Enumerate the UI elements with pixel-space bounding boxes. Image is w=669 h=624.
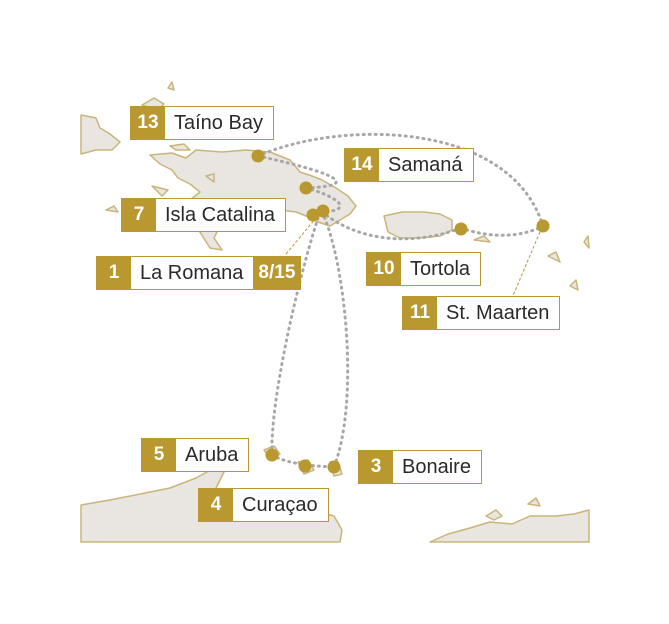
route-samana-to-la-romana	[304, 186, 342, 214]
route-la-romana-to-aruba	[270, 216, 320, 457]
leader-lines	[285, 217, 541, 299]
port-label-st-maarten[interactable]: 11 St. Maarten	[402, 296, 561, 330]
islet	[205, 173, 215, 183]
stop-number: 7	[122, 199, 156, 231]
port-label-la-romana[interactable]: 1 La Romana 8/15	[96, 256, 302, 290]
route-taino-to-st-maarten	[256, 132, 545, 228]
islet	[547, 251, 561, 263]
port-name: Aruba	[185, 443, 239, 466]
islet	[169, 143, 191, 151]
port-label-isla-catalina[interactable]: 7 Isla Catalina	[121, 198, 287, 232]
port-name: Isla Catalina	[165, 203, 276, 226]
port-dot-samana[interactable]	[299, 181, 313, 195]
south-america-landmass-east	[429, 509, 590, 543]
stop-number-secondary: 8/15	[253, 257, 301, 289]
port-dot-curacao[interactable]	[298, 459, 312, 473]
leader-line	[285, 217, 317, 255]
islet	[527, 497, 541, 507]
stop-number: 14	[345, 149, 379, 181]
stop-number: 10	[367, 253, 401, 285]
port-dot-isla-catalina[interactable]	[306, 208, 320, 222]
port-dot-aruba[interactable]	[265, 448, 279, 462]
islet	[473, 235, 491, 243]
islet	[569, 279, 579, 291]
port-dot-st-maarten[interactable]	[536, 219, 550, 233]
route-la-romana-to-tortola	[320, 210, 463, 241]
cuba-landmass	[80, 114, 121, 155]
stop-number: 5	[142, 439, 176, 471]
islet	[485, 509, 503, 521]
port-name: Tortola	[410, 257, 471, 280]
port-label-curacao[interactable]: 4 Curaçao	[198, 488, 329, 522]
islet	[583, 235, 590, 249]
islet	[105, 205, 119, 213]
leader-line	[511, 231, 541, 299]
port-label-tortola[interactable]: 10 Tortola	[366, 252, 482, 286]
port-name: Taíno Bay	[174, 111, 263, 134]
port-label-aruba[interactable]: 5 Aruba	[141, 438, 250, 472]
stop-number: 4	[199, 489, 233, 521]
port-label-samana[interactable]: 14 Samaná	[344, 148, 474, 182]
port-label-bonaire[interactable]: 3 Bonaire	[358, 450, 482, 484]
stop-number: 3	[359, 451, 393, 483]
route-taino-to-samana	[256, 154, 338, 190]
route-la-romana-to-bonaire	[320, 210, 350, 469]
stop-number: 1	[97, 257, 131, 289]
port-name: La Romana	[140, 261, 244, 284]
port-dot-tortola[interactable]	[454, 222, 468, 236]
port-dot-bonaire[interactable]	[327, 460, 341, 474]
port-label-taino-bay[interactable]: 13 Taíno Bay	[130, 106, 274, 140]
port-name: St. Maarten	[446, 301, 550, 324]
port-name: Samaná	[388, 153, 463, 176]
stop-number: 11	[403, 297, 437, 329]
port-name: Bonaire	[402, 455, 471, 478]
stop-number: 13	[131, 107, 165, 139]
islet	[151, 185, 169, 197]
port-name: Curaçao	[242, 493, 318, 516]
port-markers	[251, 149, 550, 474]
islet	[167, 81, 175, 91]
port-dot-la-romana[interactable]	[316, 204, 330, 218]
port-dot-taino-bay[interactable]	[251, 149, 265, 163]
route-tortola-to-st-maarten	[459, 224, 545, 237]
puerto-rico-landmass	[383, 211, 453, 239]
